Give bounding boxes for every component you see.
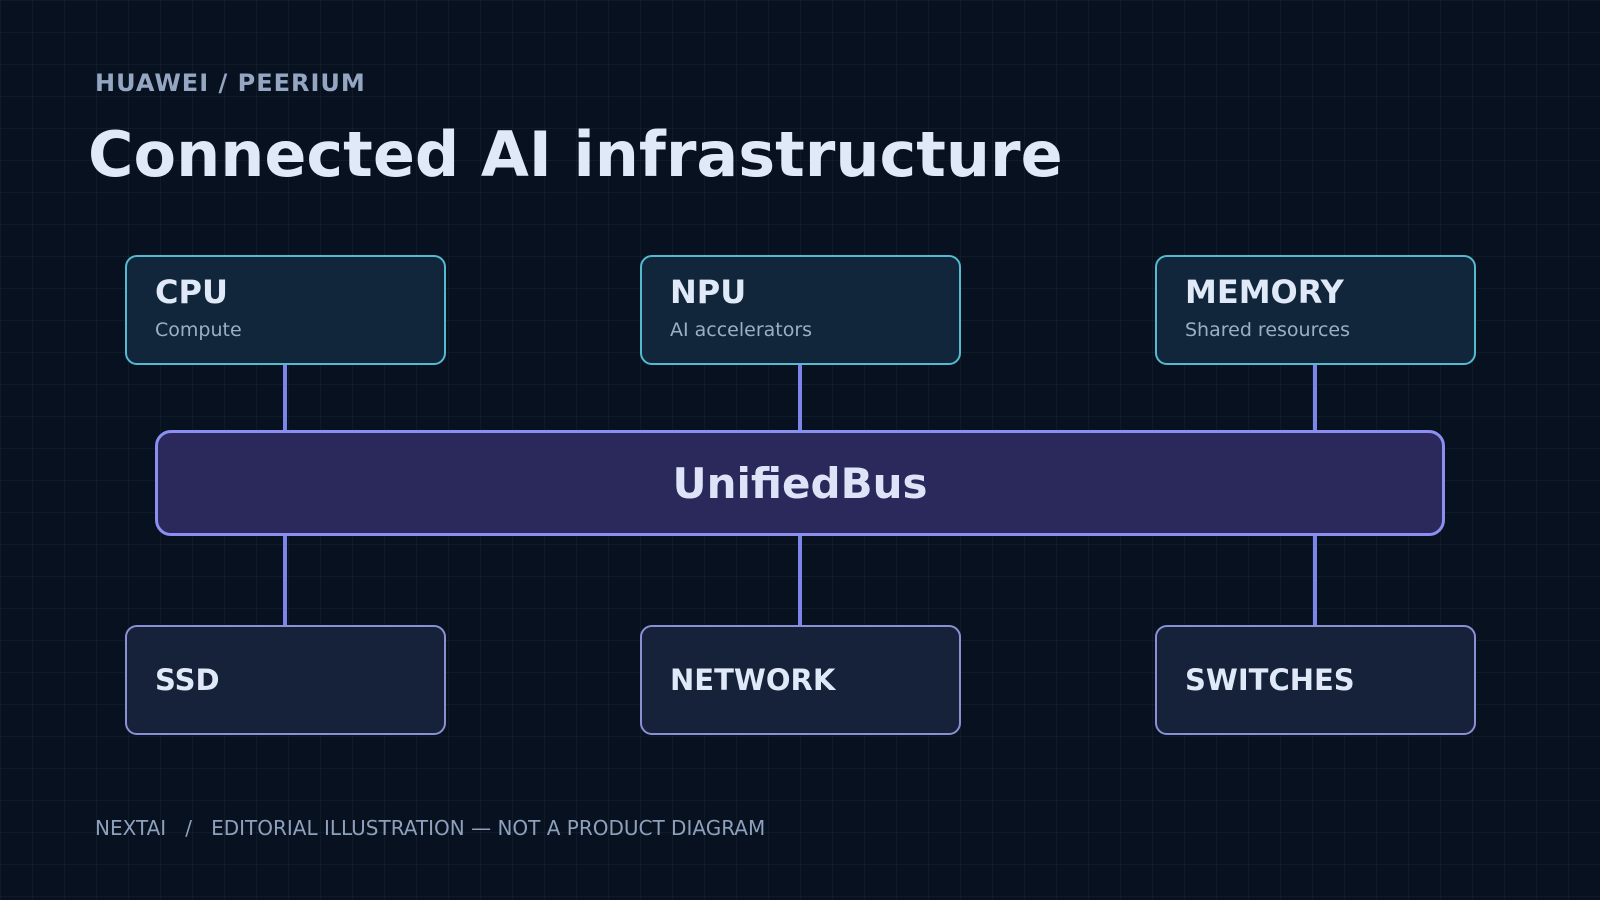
footer-separator: / [185, 816, 193, 840]
node-npu-subtitle: AI accelerators [670, 319, 813, 342]
node-switches: SWITCHES [1155, 625, 1476, 735]
footer-brand: NEXTAI [95, 816, 167, 840]
node-cpu-title: CPU [155, 273, 228, 311]
node-npu: NPU AI accelerators [640, 255, 961, 365]
node-ssd-title: SSD [155, 662, 220, 697]
connector-memory-bus [1313, 363, 1317, 433]
eyebrow-label: HUAWEI / PEERIUM [95, 69, 366, 97]
footer-note: EDITORIAL ILLUSTRATION — NOT A PRODUCT D… [211, 816, 766, 840]
connector-bus-switches [1313, 533, 1317, 627]
connector-cpu-bus [283, 363, 287, 433]
node-memory: MEMORY Shared resources [1155, 255, 1476, 365]
node-ssd: SSD [125, 625, 446, 735]
unified-bus-label: UnifiedBus [672, 458, 928, 508]
node-npu-title: NPU [670, 273, 747, 311]
node-memory-subtitle: Shared resources [1185, 319, 1351, 342]
unified-bus: UnifiedBus [155, 430, 1445, 536]
connector-bus-ssd [283, 533, 287, 627]
footer: NEXTAI / EDITORIAL ILLUSTRATION — NOT A … [95, 816, 765, 840]
node-memory-title: MEMORY [1185, 273, 1344, 311]
node-network: NETWORK [640, 625, 961, 735]
node-cpu: CPU Compute [125, 255, 446, 365]
node-switches-title: SWITCHES [1185, 662, 1355, 697]
node-cpu-subtitle: Compute [155, 319, 242, 342]
connector-bus-network [798, 533, 802, 627]
connector-npu-bus [798, 363, 802, 433]
page-title: Connected AI infrastructure [88, 118, 1063, 191]
node-network-title: NETWORK [670, 662, 836, 697]
